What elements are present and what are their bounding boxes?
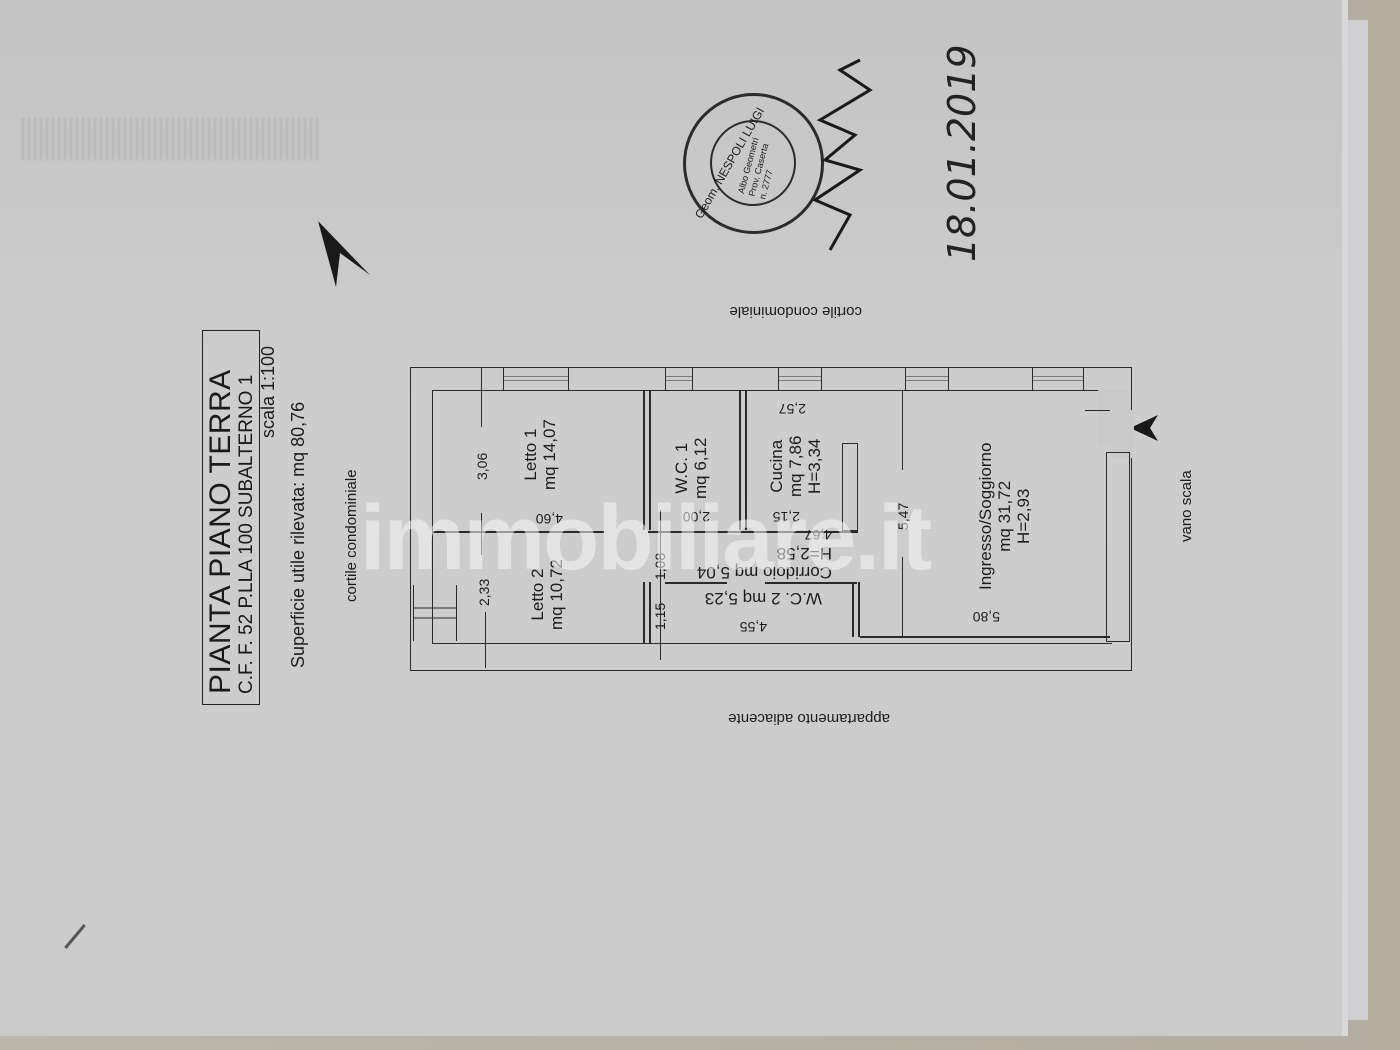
surface-label: Superficie utile rilevata: mq 80,76 bbox=[288, 401, 308, 668]
cucina-partition bbox=[842, 443, 858, 531]
dim-wc2-width: 1,15 bbox=[652, 602, 668, 630]
window bbox=[1032, 367, 1084, 390]
paper-sheet bbox=[0, 0, 1348, 1036]
window bbox=[778, 367, 822, 390]
label-appartamento-adiacente: appartamento adiacente bbox=[728, 710, 890, 727]
outer-wall bbox=[410, 367, 1132, 671]
title-block: PIANTA PIANO TERRA C.F. F. 52 P.LLA 100 … bbox=[202, 330, 260, 705]
surveyor-stamp: Geom. NESPOLI LUIGI Albo Geometri Prov. … bbox=[683, 93, 824, 234]
cadastral-reference: C.F. F. 52 P.LLA 100 SUBALTERNO 1 bbox=[236, 374, 257, 694]
room-letto1: Letto 1 mq 14,07 bbox=[521, 419, 559, 490]
window bbox=[905, 367, 949, 390]
room-wc2: W.C. 2 mq 5,23 bbox=[704, 589, 822, 608]
wall-corridor-top bbox=[648, 531, 858, 533]
dim-letto1-width: 3,06 bbox=[474, 452, 490, 480]
room-ingresso-soggiorno: Ingresso/Soggiorno mq 31,72 H=2,93 bbox=[976, 442, 1033, 590]
wall-letto1-wc1 bbox=[643, 390, 645, 530]
window-left bbox=[413, 585, 457, 641]
north-arrow-icon bbox=[318, 221, 370, 287]
stair-notch bbox=[1085, 367, 1132, 411]
plan-title: PIANTA PIANO TERRA bbox=[204, 369, 237, 694]
label-cortile-top: cortile condominiale bbox=[729, 303, 862, 320]
wall-wc1-cucina bbox=[739, 390, 741, 530]
wall-letto1-letto2 bbox=[432, 531, 604, 533]
entrance-arrow-icon bbox=[1130, 415, 1158, 441]
sheet-edge bbox=[1342, 0, 1348, 1036]
label-cortile-left: cortile condominiale bbox=[343, 469, 360, 602]
entrance-jamb bbox=[1106, 452, 1130, 642]
wall-letto2-wc2 bbox=[643, 582, 645, 644]
label-vano-scala: vano scala bbox=[1178, 470, 1195, 542]
window bbox=[665, 367, 693, 390]
inner-wall bbox=[432, 390, 1112, 644]
watermark: immobiliare.it bbox=[360, 487, 932, 589]
dim-soggiorno-length: 5,80 bbox=[972, 609, 1000, 625]
signature bbox=[811, 58, 873, 251]
window bbox=[503, 367, 569, 390]
dim-wc2-length: 4,55 bbox=[739, 619, 767, 635]
dim-cucina-top: 2,57 bbox=[778, 401, 806, 417]
scale-label: scala 1:100 bbox=[258, 345, 278, 438]
bleed-through-text bbox=[22, 118, 322, 160]
wall-wc2-soggiorno bbox=[852, 582, 854, 637]
signature-date: 18.01.2019 bbox=[940, 44, 984, 262]
wall-wc2-top bbox=[665, 582, 727, 584]
